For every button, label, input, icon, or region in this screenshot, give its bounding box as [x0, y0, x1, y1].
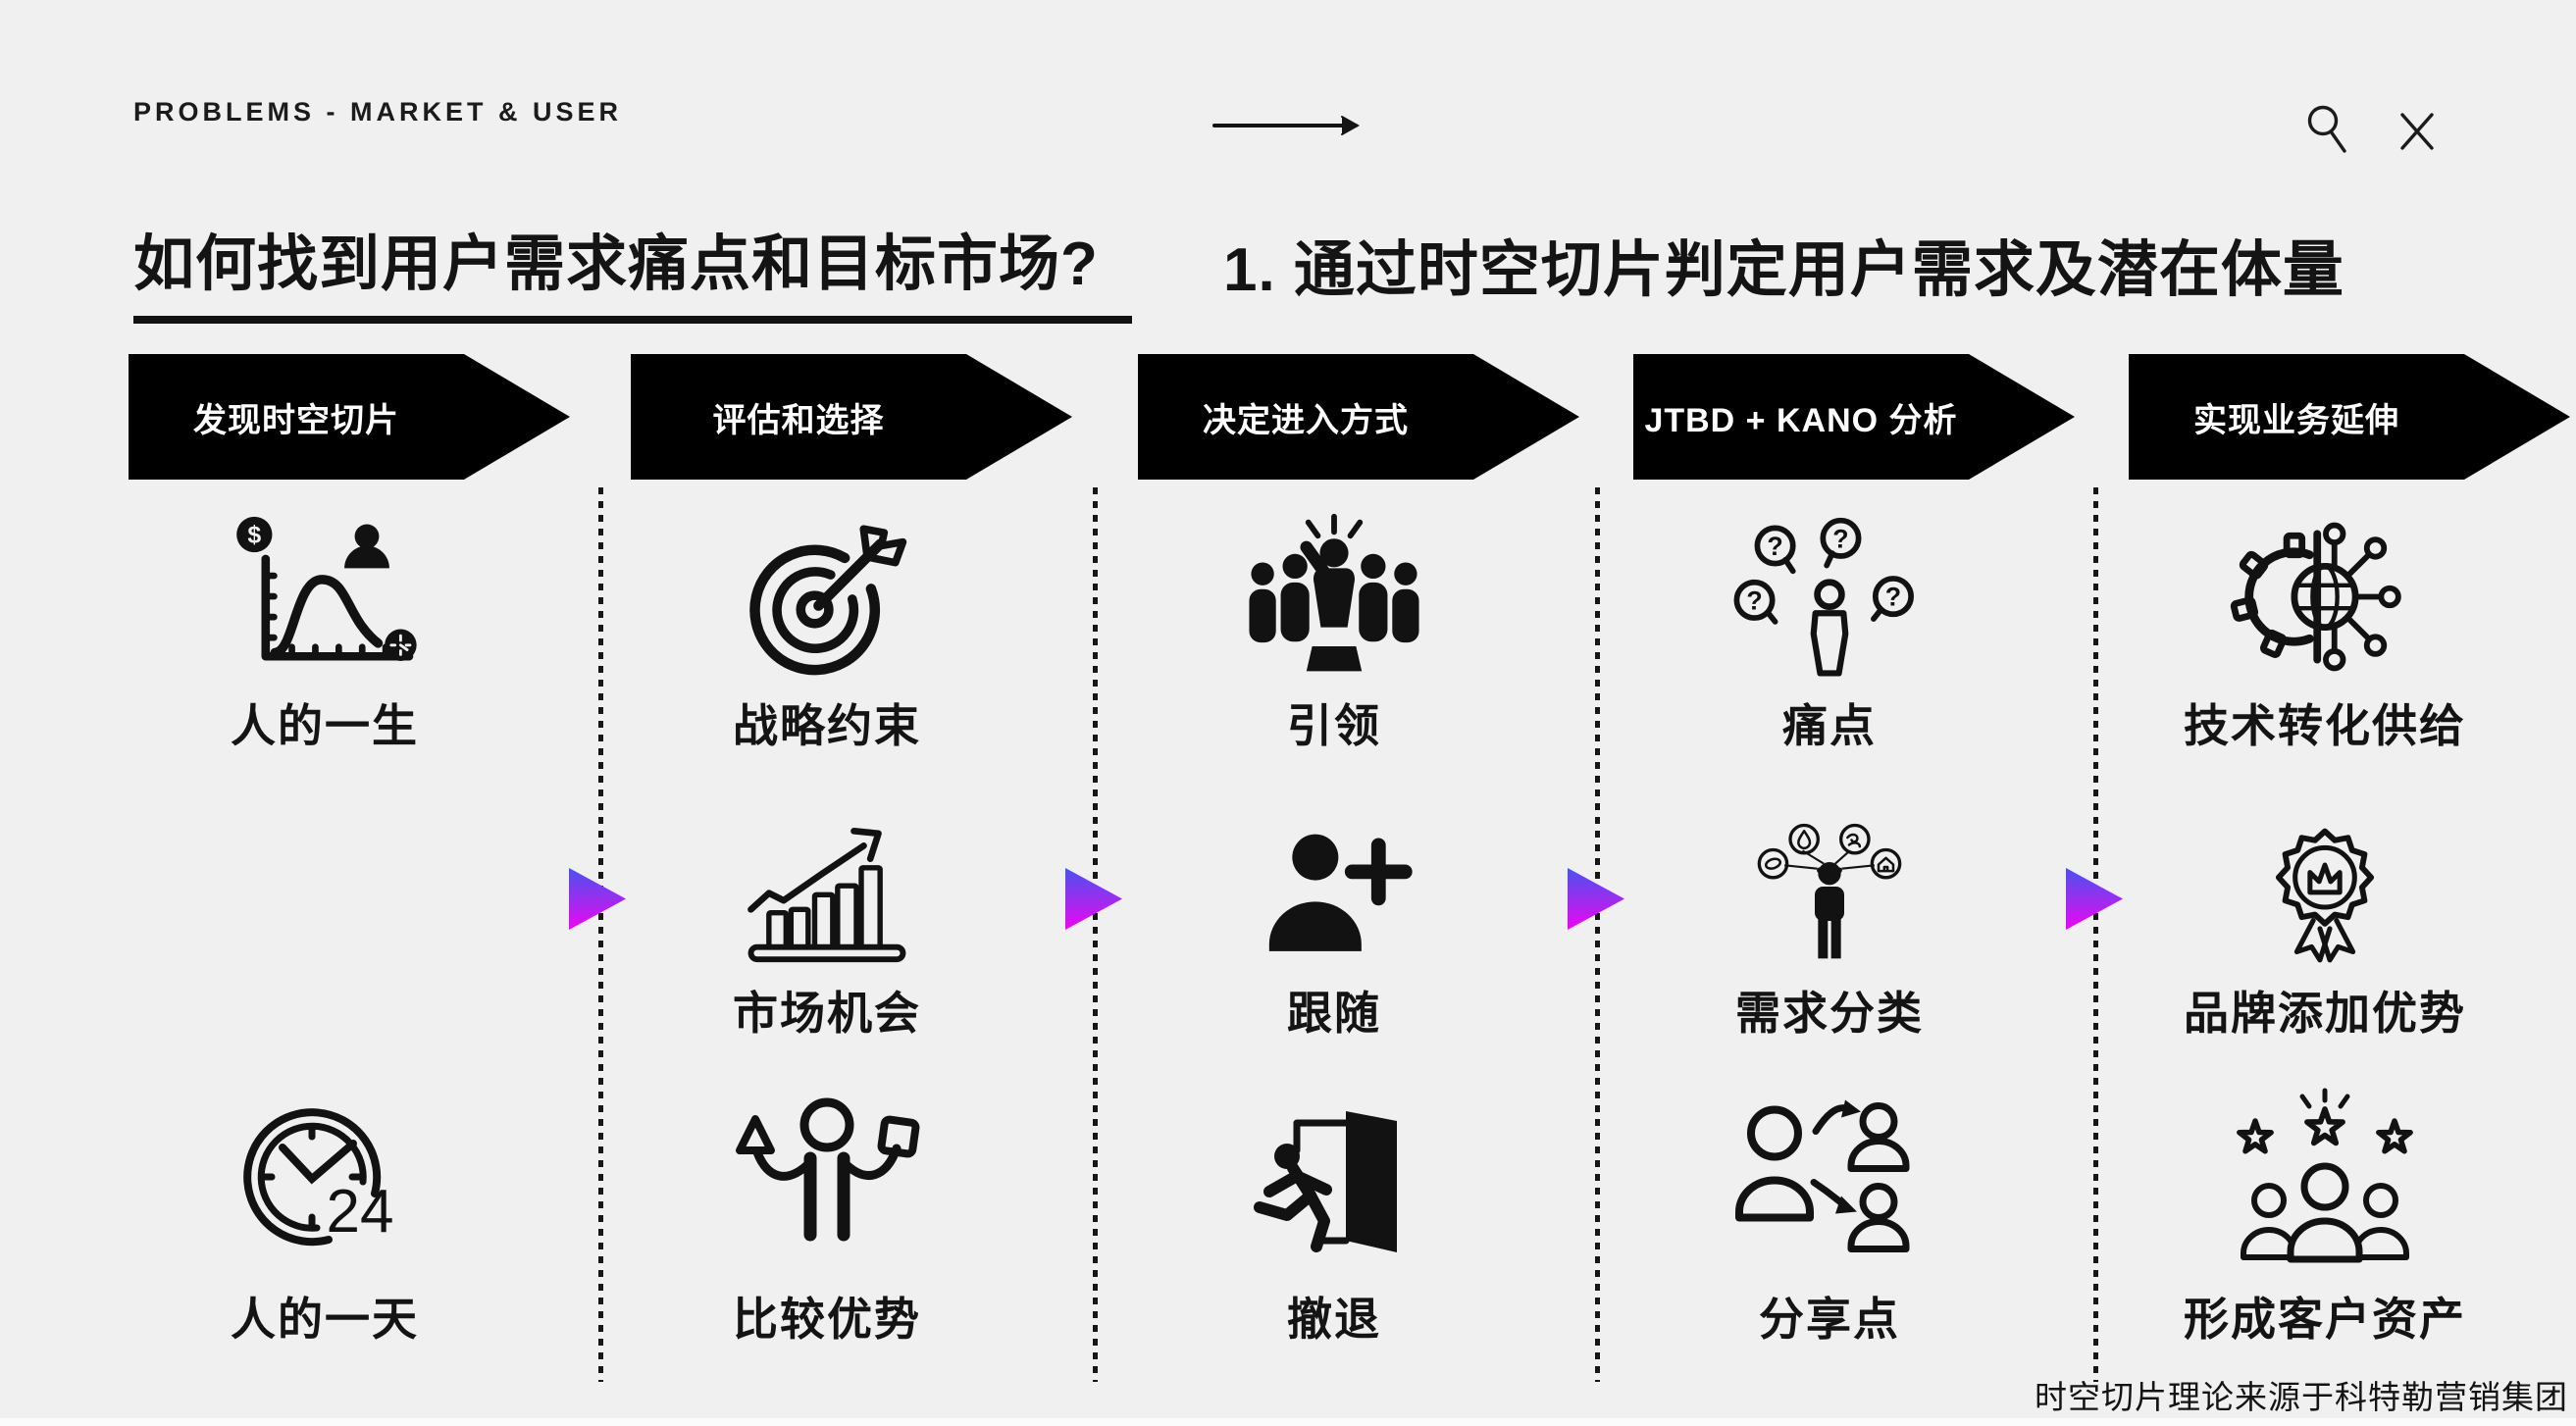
stage-banner-label: 实现业务延伸 — [2193, 401, 2399, 439]
stage-banner: 评估和选择 — [631, 354, 1072, 480]
flow-column-1: 发现时空切片 $ 人的一生 — [129, 354, 570, 1345]
stage-banner: 决定进入方式 — [1138, 354, 1579, 480]
svg-text:?: ? — [1767, 532, 1782, 561]
source-credit: 时空切片理论来源于科特勒营销集团 — [2035, 1379, 2568, 1415]
weighing-person-icon — [631, 1082, 1023, 1276]
gear-globe-network-icon — [2129, 511, 2521, 683]
main-question-title: 如何找到用户需求痛点和目标市场? — [133, 214, 1132, 324]
24-hour-clock-icon: 24 — [129, 1082, 521, 1276]
stage-banner: 实现业务延伸 — [2129, 354, 2570, 480]
flow-column-4: JTBD + KANO 分析 ? ? ? — [1633, 354, 2075, 1345]
svg-text:?: ? — [1832, 524, 1848, 553]
flow-item: 战略约束 — [631, 511, 1023, 755]
stage-banner-label: 决定进入方式 — [1203, 401, 1409, 439]
flow-item: ? ? ? ? 痛点 — [1633, 511, 2026, 755]
flow-item: 需求分类 — [1633, 823, 2026, 1043]
flow-item: 分享点 — [1633, 1082, 2026, 1349]
flow-item: 跟随 — [1138, 823, 1530, 1043]
column-divider — [598, 487, 603, 1382]
flow-item: 比较优势 — [631, 1082, 1023, 1349]
flow-triangle-icon — [569, 868, 626, 930]
target-arrow-icon — [631, 511, 1023, 683]
stage-banner: JTBD + KANO 分析 — [1633, 354, 2075, 480]
flow-item-label: 品牌添加优势 — [2184, 988, 2466, 1039]
flow-item: 引领 — [1138, 511, 1530, 755]
search-icon[interactable] — [2301, 102, 2352, 157]
flow-item: 技术转化供给 — [2129, 511, 2521, 755]
flow-item-label: 需求分类 — [1735, 988, 1924, 1039]
share-people-arrows-icon — [1633, 1082, 2026, 1276]
svg-text:?: ? — [1885, 583, 1901, 612]
svg-text:$: $ — [247, 523, 261, 549]
flow-item-label: 市场机会 — [733, 988, 921, 1039]
stage-banner-label: JTBD + KANO 分析 — [1644, 401, 1958, 439]
flow-item-label: 分享点 — [1759, 1294, 1900, 1345]
svg-text:24: 24 — [327, 1178, 394, 1246]
flow-item: 市场机会 — [631, 823, 1023, 1043]
leader-group-icon — [1138, 511, 1530, 683]
follow-person-plus-icon — [1138, 823, 1530, 970]
right-arrow-icon — [1211, 110, 1367, 141]
bottom-edge-strip — [0, 1418, 2576, 1426]
exit-door-icon — [1138, 1082, 1530, 1276]
flow-item-label: 形成客户资产 — [2184, 1294, 2466, 1345]
flow-item-label: 人的一天 — [231, 1294, 419, 1345]
stage-banner-label: 发现时空切片 — [193, 401, 399, 439]
growth-bar-chart-icon — [631, 823, 1023, 970]
flow-item-label: 跟随 — [1287, 988, 1381, 1039]
flow-item-label: 技术转化供给 — [2184, 700, 2466, 751]
column-divider — [1093, 487, 1098, 1382]
close-icon[interactable] — [2392, 104, 2443, 159]
column-divider — [1595, 487, 1600, 1382]
flow-item: 品牌添加优势 — [2129, 823, 2521, 1043]
question-bubbles-person-icon: ? ? ? ? — [1633, 511, 2026, 683]
flow-column-2: 评估和选择 战略约束 — [631, 354, 1072, 1345]
flow-column-3: 决定进入方式 引领 — [1138, 354, 1579, 1345]
crown-badge-icon — [2129, 823, 2521, 970]
stage-banner-label: 评估和选择 — [712, 401, 885, 439]
needs-classification-icon — [1633, 823, 2026, 970]
flow-item-label: 撤退 — [1287, 1294, 1381, 1345]
flow-item-label: 痛点 — [1782, 700, 1877, 751]
flow-item: 撤退 — [1138, 1082, 1530, 1349]
flow-column-5: 实现业务延伸 — [2129, 354, 2570, 1345]
stage-banner: 发现时空切片 — [129, 354, 570, 480]
flow-item: $ 人的一生 — [129, 511, 521, 755]
column-divider — [2093, 487, 2098, 1382]
svg-text:?: ? — [1746, 586, 1762, 615]
people-stars-icon — [2129, 1082, 2521, 1276]
flow-item: 形成客户资产 — [2129, 1082, 2521, 1349]
flow-item-label: 战略约束 — [733, 700, 921, 751]
flow-item-label: 人的一生 — [231, 700, 419, 751]
lifetime-curve-icon: $ — [129, 511, 521, 683]
section-title: 1. 通过时空切片判定用户需求及潜在体量 — [1223, 236, 2344, 304]
flow-item-label: 比较优势 — [733, 1294, 921, 1345]
flow-item-label: 引领 — [1287, 700, 1381, 751]
page-kicker: PROBLEMS - MARKET & USER — [133, 97, 623, 127]
flow-item: 24 人的一天 — [129, 1082, 521, 1349]
